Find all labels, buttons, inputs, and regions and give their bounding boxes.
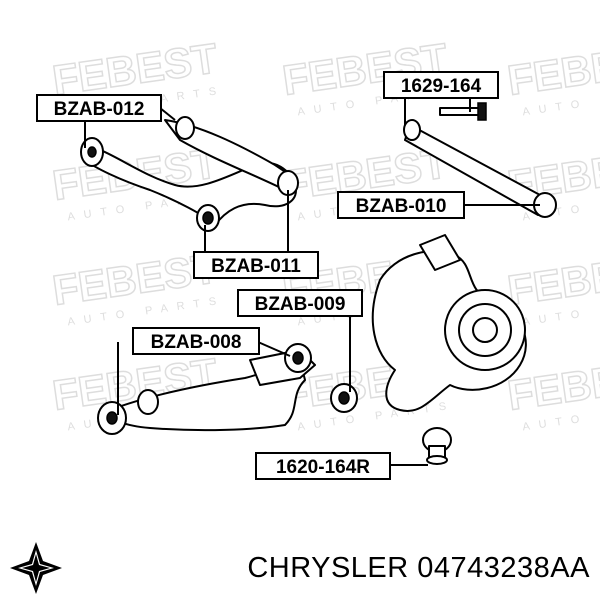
callout-label: BZAB-008 (151, 332, 242, 353)
lower-control-arm (97, 343, 358, 435)
callout-label: 1620-164R (276, 457, 370, 478)
callout-bzab-012: BZAB-012 (36, 94, 162, 122)
callout-1629-164: 1629-164 (383, 71, 499, 99)
callout-1620-164r: 1620-164R (255, 452, 391, 480)
callout-bzab-010: BZAB-010 (337, 191, 465, 219)
toe-link-arm (403, 102, 557, 218)
knuckle-hub (371, 234, 527, 412)
callout-label: BZAB-011 (211, 256, 301, 277)
callout-bzab-009: BZAB-009 (237, 289, 363, 317)
callout-label: BZAB-012 (54, 99, 145, 120)
callout-bzab-011: BZAB-011 (193, 251, 319, 279)
upper-control-arm (80, 116, 299, 232)
callout-label: 1629-164 (401, 76, 482, 97)
chrysler-pentastar-icon (10, 542, 62, 594)
brand-part-number: CHRYSLER 04743238AA (247, 552, 590, 584)
callout-bzab-008: BZAB-008 (132, 327, 260, 355)
watermark-layer: FEBEST AUTO PARTS FEBEST AUTO PARTS FEBE… (49, 34, 600, 434)
watermark-brand: FEBEST (505, 244, 600, 314)
ball-joint (422, 427, 452, 465)
watermark-brand: FEBEST (505, 34, 600, 104)
callout-label: BZAB-009 (255, 294, 346, 315)
leader-lines (84, 90, 540, 466)
callout-label: BZAB-010 (356, 196, 447, 217)
watermark-3: FEBEST AUTO PARTS (504, 34, 600, 119)
